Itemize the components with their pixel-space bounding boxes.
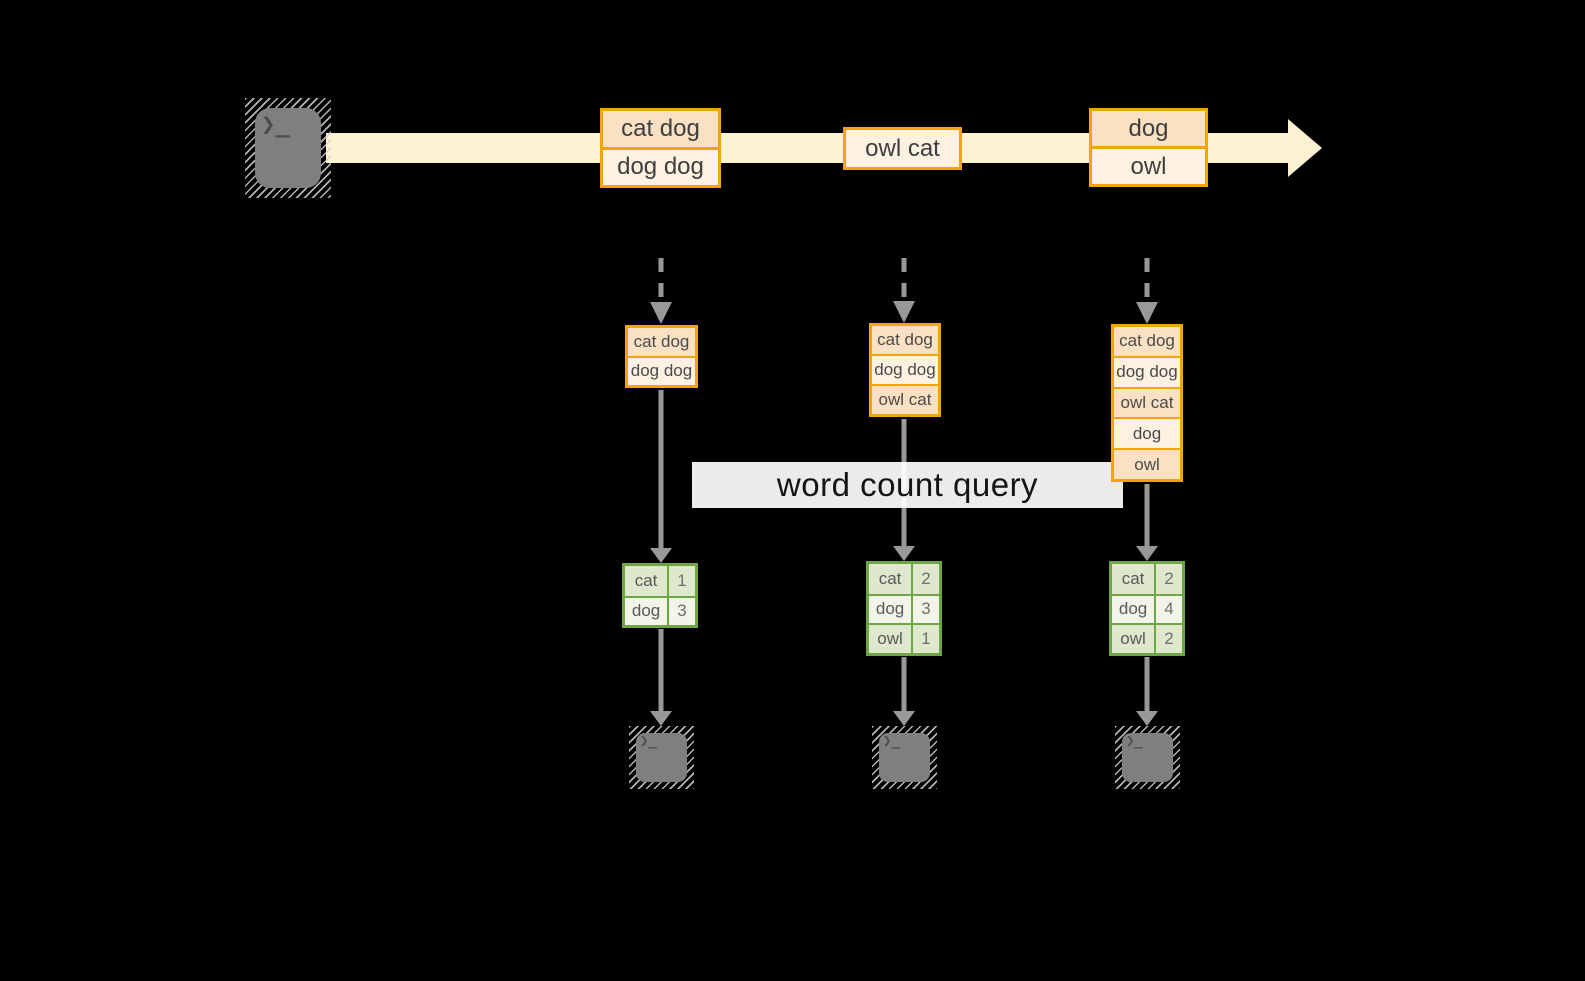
terminal-screen xyxy=(255,108,321,188)
table-cell-count: 3 xyxy=(669,595,695,625)
state-row: cat dog xyxy=(628,328,695,356)
state-row: dog xyxy=(1114,417,1180,449)
word-count-table-col2: cat 2 dog 3 owl 1 xyxy=(866,561,942,656)
table-cell-word: dog xyxy=(625,595,670,625)
state-row: owl cat xyxy=(872,384,938,414)
table-cell-word: owl xyxy=(869,623,914,653)
event-row: owl xyxy=(1092,146,1205,184)
table-cell-count: 2 xyxy=(913,564,939,594)
state-row: dog dog xyxy=(872,354,938,384)
state-box-col2: cat dog dog dog owl cat xyxy=(869,323,941,417)
table-cell-count: 2 xyxy=(1156,623,1182,653)
terminal-screen xyxy=(1122,733,1173,782)
table-cell-count: 3 xyxy=(913,593,939,624)
state-box-col3: cat dog dog dog owl cat dog owl xyxy=(1111,324,1183,482)
table-cell-word: dog xyxy=(1112,593,1157,624)
table-cell-word: owl xyxy=(1112,623,1157,653)
terminal-sink-icon-col1: ❯_ xyxy=(629,726,694,789)
state-row: owl cat xyxy=(1114,386,1180,418)
dashed-arrow-col3 xyxy=(1136,258,1158,324)
state-row: cat dog xyxy=(1114,327,1180,356)
query-label: word count query xyxy=(776,466,1039,503)
table-cell-count: 1 xyxy=(669,566,695,596)
table-cell-word: cat xyxy=(869,564,914,594)
dashed-arrow-col2 xyxy=(893,258,915,323)
table-to-terminal-arrow-col3 xyxy=(1136,657,1158,726)
event-row: owl cat xyxy=(846,130,959,167)
state-box-col1: cat dog dog dog xyxy=(625,325,698,388)
table-cell-word: cat xyxy=(1112,564,1157,594)
terminal-sink-icon-col3: ❯_ xyxy=(1115,726,1180,789)
stream-event-box-2: owl cat xyxy=(843,127,962,170)
state-to-table-arrow-col1 xyxy=(650,390,672,563)
query-banner: word count query xyxy=(692,462,1123,508)
stream-event-box-1: cat dog dog dog xyxy=(600,108,721,188)
terminal-sink-icon-col2: ❯_ xyxy=(872,726,937,789)
table-cell-count: 2 xyxy=(1156,564,1182,594)
terminal-screen xyxy=(636,733,687,782)
table-cell-count: 4 xyxy=(1156,593,1182,624)
state-row: dog dog xyxy=(1114,355,1180,387)
dashed-arrow-col1 xyxy=(650,258,672,324)
terminal-prompt-icon: ❯_ xyxy=(261,110,290,138)
state-row: dog dog xyxy=(628,355,695,385)
table-cell-word: dog xyxy=(869,593,914,624)
state-to-table-arrow-col3 xyxy=(1136,484,1158,561)
stream-event-box-3: dog owl xyxy=(1089,108,1208,187)
terminal-source-icon: ❯_ xyxy=(245,98,331,198)
event-row: dog dog xyxy=(603,146,718,185)
terminal-prompt-icon: ❯_ xyxy=(1126,733,1143,749)
word-count-table-col3: cat 2 dog 4 owl 2 xyxy=(1109,561,1185,656)
table-cell-count: 1 xyxy=(913,623,939,653)
terminal-prompt-icon: ❯_ xyxy=(883,733,900,749)
terminal-prompt-icon: ❯_ xyxy=(640,733,657,749)
event-row: cat dog xyxy=(603,111,718,147)
table-to-terminal-arrow-col2 xyxy=(893,657,915,726)
table-cell-word: cat xyxy=(625,566,670,596)
word-count-table-col1: cat 1 dog 3 xyxy=(622,563,698,628)
event-row: dog xyxy=(1092,111,1205,146)
terminal-screen xyxy=(879,733,930,782)
state-row: owl xyxy=(1114,448,1180,479)
state-row: cat dog xyxy=(872,326,938,354)
table-to-terminal-arrow-col1 xyxy=(650,629,672,726)
